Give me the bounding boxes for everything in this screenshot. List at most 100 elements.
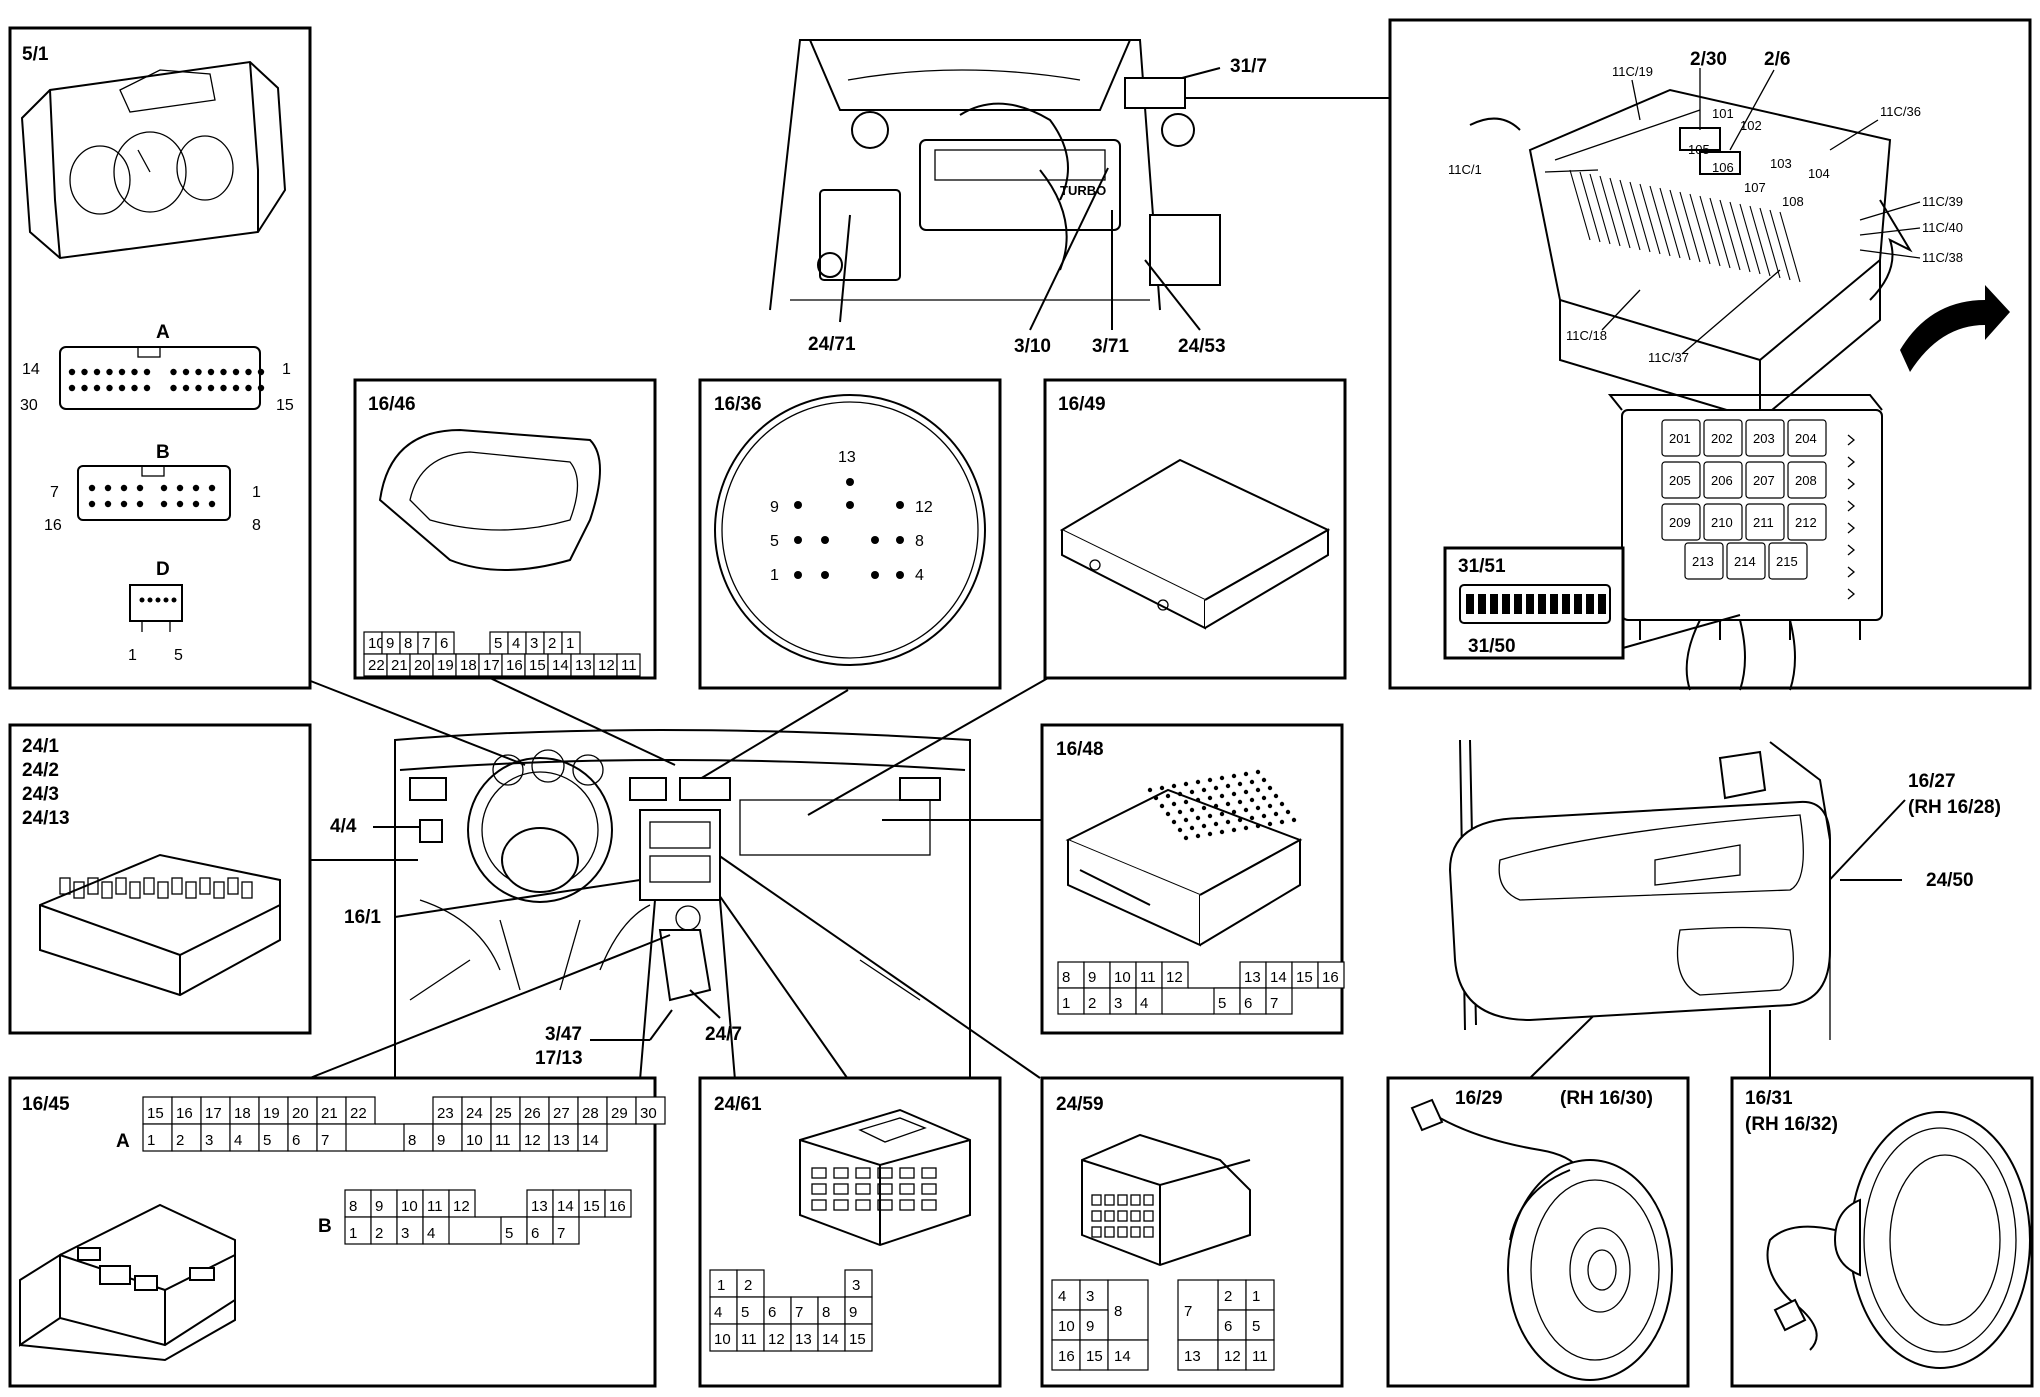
grid-24-61-pin: 5	[741, 1304, 749, 1321]
panel-16-48-label: 16/48	[1056, 739, 1104, 760]
grid-16-45-a-top-pin: 30	[640, 1105, 657, 1122]
fuse-11c36-label: 11C/36	[1880, 104, 1921, 119]
grid-16-45-b-bot-cell	[422, 1216, 450, 1245]
grid-16-45-b-top-cell	[448, 1189, 476, 1218]
grid-24-59-pin: 5	[1252, 1318, 1260, 1335]
engine-bay-drawing: TURBO	[769, 39, 1221, 331]
grid-16-48-bot-cell	[1057, 987, 1085, 1015]
grid-16-45-a-bot-pin: 10	[466, 1132, 483, 1149]
leader-lines	[307, 97, 1906, 1083]
grid-16-45-a-top-pin: 22	[350, 1105, 367, 1122]
grid-16-45-a-top-pin: 18	[234, 1105, 251, 1122]
grid-24-61-pin: 12	[768, 1331, 785, 1348]
grid-16-46-top-pin: 5	[494, 635, 502, 652]
panel-16-29: 16/29 (RH 16/30)	[1386, 1076, 1690, 1388]
grid-16-48-bot-pin: 2	[1088, 995, 1096, 1012]
grid-16-45-b-bot-pin: 5	[505, 1225, 513, 1242]
curved-arrow-icon	[1900, 285, 2010, 372]
panel-rh-16-30-label: (RH 16/30)	[1560, 1088, 1653, 1109]
grid-24-61-pin: 3	[852, 1277, 860, 1294]
relay-201: 201	[1669, 431, 1691, 446]
grid-24-59-pin: 4	[1058, 1288, 1066, 1305]
door-24-50-label: 24/50	[1926, 870, 1974, 891]
grid-16-48-top-pin: 9	[1088, 969, 1096, 986]
connector-b-pins	[88, 484, 216, 508]
fuse-11c1-label: 11C/1	[1448, 162, 1482, 177]
grid-16-45-a-top-cell	[345, 1096, 376, 1125]
grid-16-45-a-bot-pin: 3	[205, 1132, 213, 1149]
fuse-108: 108	[1782, 194, 1804, 209]
panel-16-31: 16/31 (RH 16/32)	[1730, 1076, 2034, 1388]
grid-16-45-a-top-pin: 21	[321, 1105, 338, 1122]
grid-16-45-a-top-cell	[635, 1096, 666, 1125]
fuse-11c40-label: 11C/40	[1922, 220, 1963, 235]
grid-16-46-bot-pin: 17	[483, 657, 500, 674]
grid-16-45-a-top-pin: 29	[611, 1105, 628, 1122]
grid-16-45-a-top-pin: 25	[495, 1105, 512, 1122]
panel-24-1: 24/1 24/2 24/3 24/13	[8, 723, 312, 1035]
engine-31-7-label: 31/7	[1230, 56, 1267, 77]
grid-16-48-bot-pin: 6	[1244, 995, 1252, 1012]
grid-16-45-a-bot-cell	[461, 1123, 492, 1152]
grid-24-59-pin: 6	[1224, 1318, 1232, 1335]
pin-9-label: 9	[770, 499, 779, 516]
row-a-label: A	[116, 1131, 130, 1152]
panel-5-1-label: 5/1	[22, 44, 49, 65]
grid-16-46-top-pin: 4	[512, 635, 520, 652]
grid-16-48-top-pin: 16	[1322, 969, 1339, 986]
grid-16-45-a-top-cell	[316, 1096, 347, 1125]
fuse-107: 107	[1744, 180, 1766, 195]
grid-16-45-b-top-pin: 9	[375, 1198, 383, 1215]
fuse-11c19-label: 11C/19	[1612, 64, 1653, 79]
grid-16-45-a-bot-pin: 14	[582, 1132, 599, 1149]
grid-24-61-pin: 15	[849, 1331, 866, 1348]
grid-16-48-top-cell	[1317, 961, 1345, 989]
door-rh-16-28-label: (RH 16/28)	[1908, 797, 2001, 818]
grid-16-45-a-bot-pin: 11	[495, 1132, 511, 1149]
relay-207: 207	[1753, 473, 1775, 488]
connector-b-label: B	[156, 442, 170, 463]
grid-16-46-top-pin: 7	[422, 635, 430, 652]
connector-31-51-label: 31/51	[1458, 556, 1506, 577]
fuse-105: 105	[1688, 142, 1710, 157]
grid-16-46-bot-pin: 11	[621, 657, 637, 674]
engine-3-10-label: 3/10	[1014, 336, 1051, 357]
grid-16-45-b-bot-pin: 3	[401, 1225, 409, 1242]
relay-213: 213	[1692, 554, 1714, 569]
grid-16-45-a-bot-pin: 12	[524, 1132, 541, 1149]
grid-16-48-bot-cell	[1083, 987, 1111, 1015]
grid-16-46-top-pin: 10	[368, 635, 385, 652]
grid-16-45-a-bot-pin: 13	[553, 1132, 570, 1149]
grid-24-59-pin: 13	[1184, 1348, 1201, 1365]
panel-16-49-label: 16/49	[1058, 394, 1106, 415]
fuse-11c39-label: 11C/39	[1922, 194, 1963, 209]
grid-16-46-bot-pin: 21	[391, 657, 408, 674]
grid-16-46-top-pin: 2	[548, 635, 556, 652]
relay-208: 208	[1795, 473, 1817, 488]
relay-212: 212	[1795, 515, 1817, 530]
dash-16-1-label: 16/1	[344, 907, 381, 928]
grid-16-45-a-bot-pin: 6	[292, 1132, 300, 1149]
grid-16-46-bot-pin: 18	[460, 657, 477, 674]
fuse-101: 101	[1712, 106, 1734, 121]
grid-16-45-a-top-pin: 15	[147, 1105, 164, 1122]
grid-24-61-pin: 7	[795, 1304, 803, 1321]
relay-205: 205	[1669, 473, 1691, 488]
connector-31-50-label: 31/50	[1468, 636, 1516, 657]
conn-a-pin-30: 30	[20, 397, 38, 414]
grid-16-48-top-cell	[1057, 961, 1085, 989]
conn-d-pin-5: 5	[174, 647, 183, 664]
grid-16-45-a-top-pin: 28	[582, 1105, 599, 1122]
grid-16-45-b-bot-cell	[370, 1216, 398, 1245]
grid-16-48-top-cell	[1291, 961, 1319, 989]
fuse-2-6-label: 2/6	[1764, 49, 1790, 70]
grid-16-45-b-bot-cell	[500, 1216, 528, 1245]
conn-b-pin-1: 1	[252, 484, 261, 501]
grid-16-48-top-cell	[1135, 961, 1163, 989]
fuse-11c37-label: 11C/37	[1648, 350, 1689, 365]
grid-16-45-a-bot-cell	[432, 1123, 463, 1152]
